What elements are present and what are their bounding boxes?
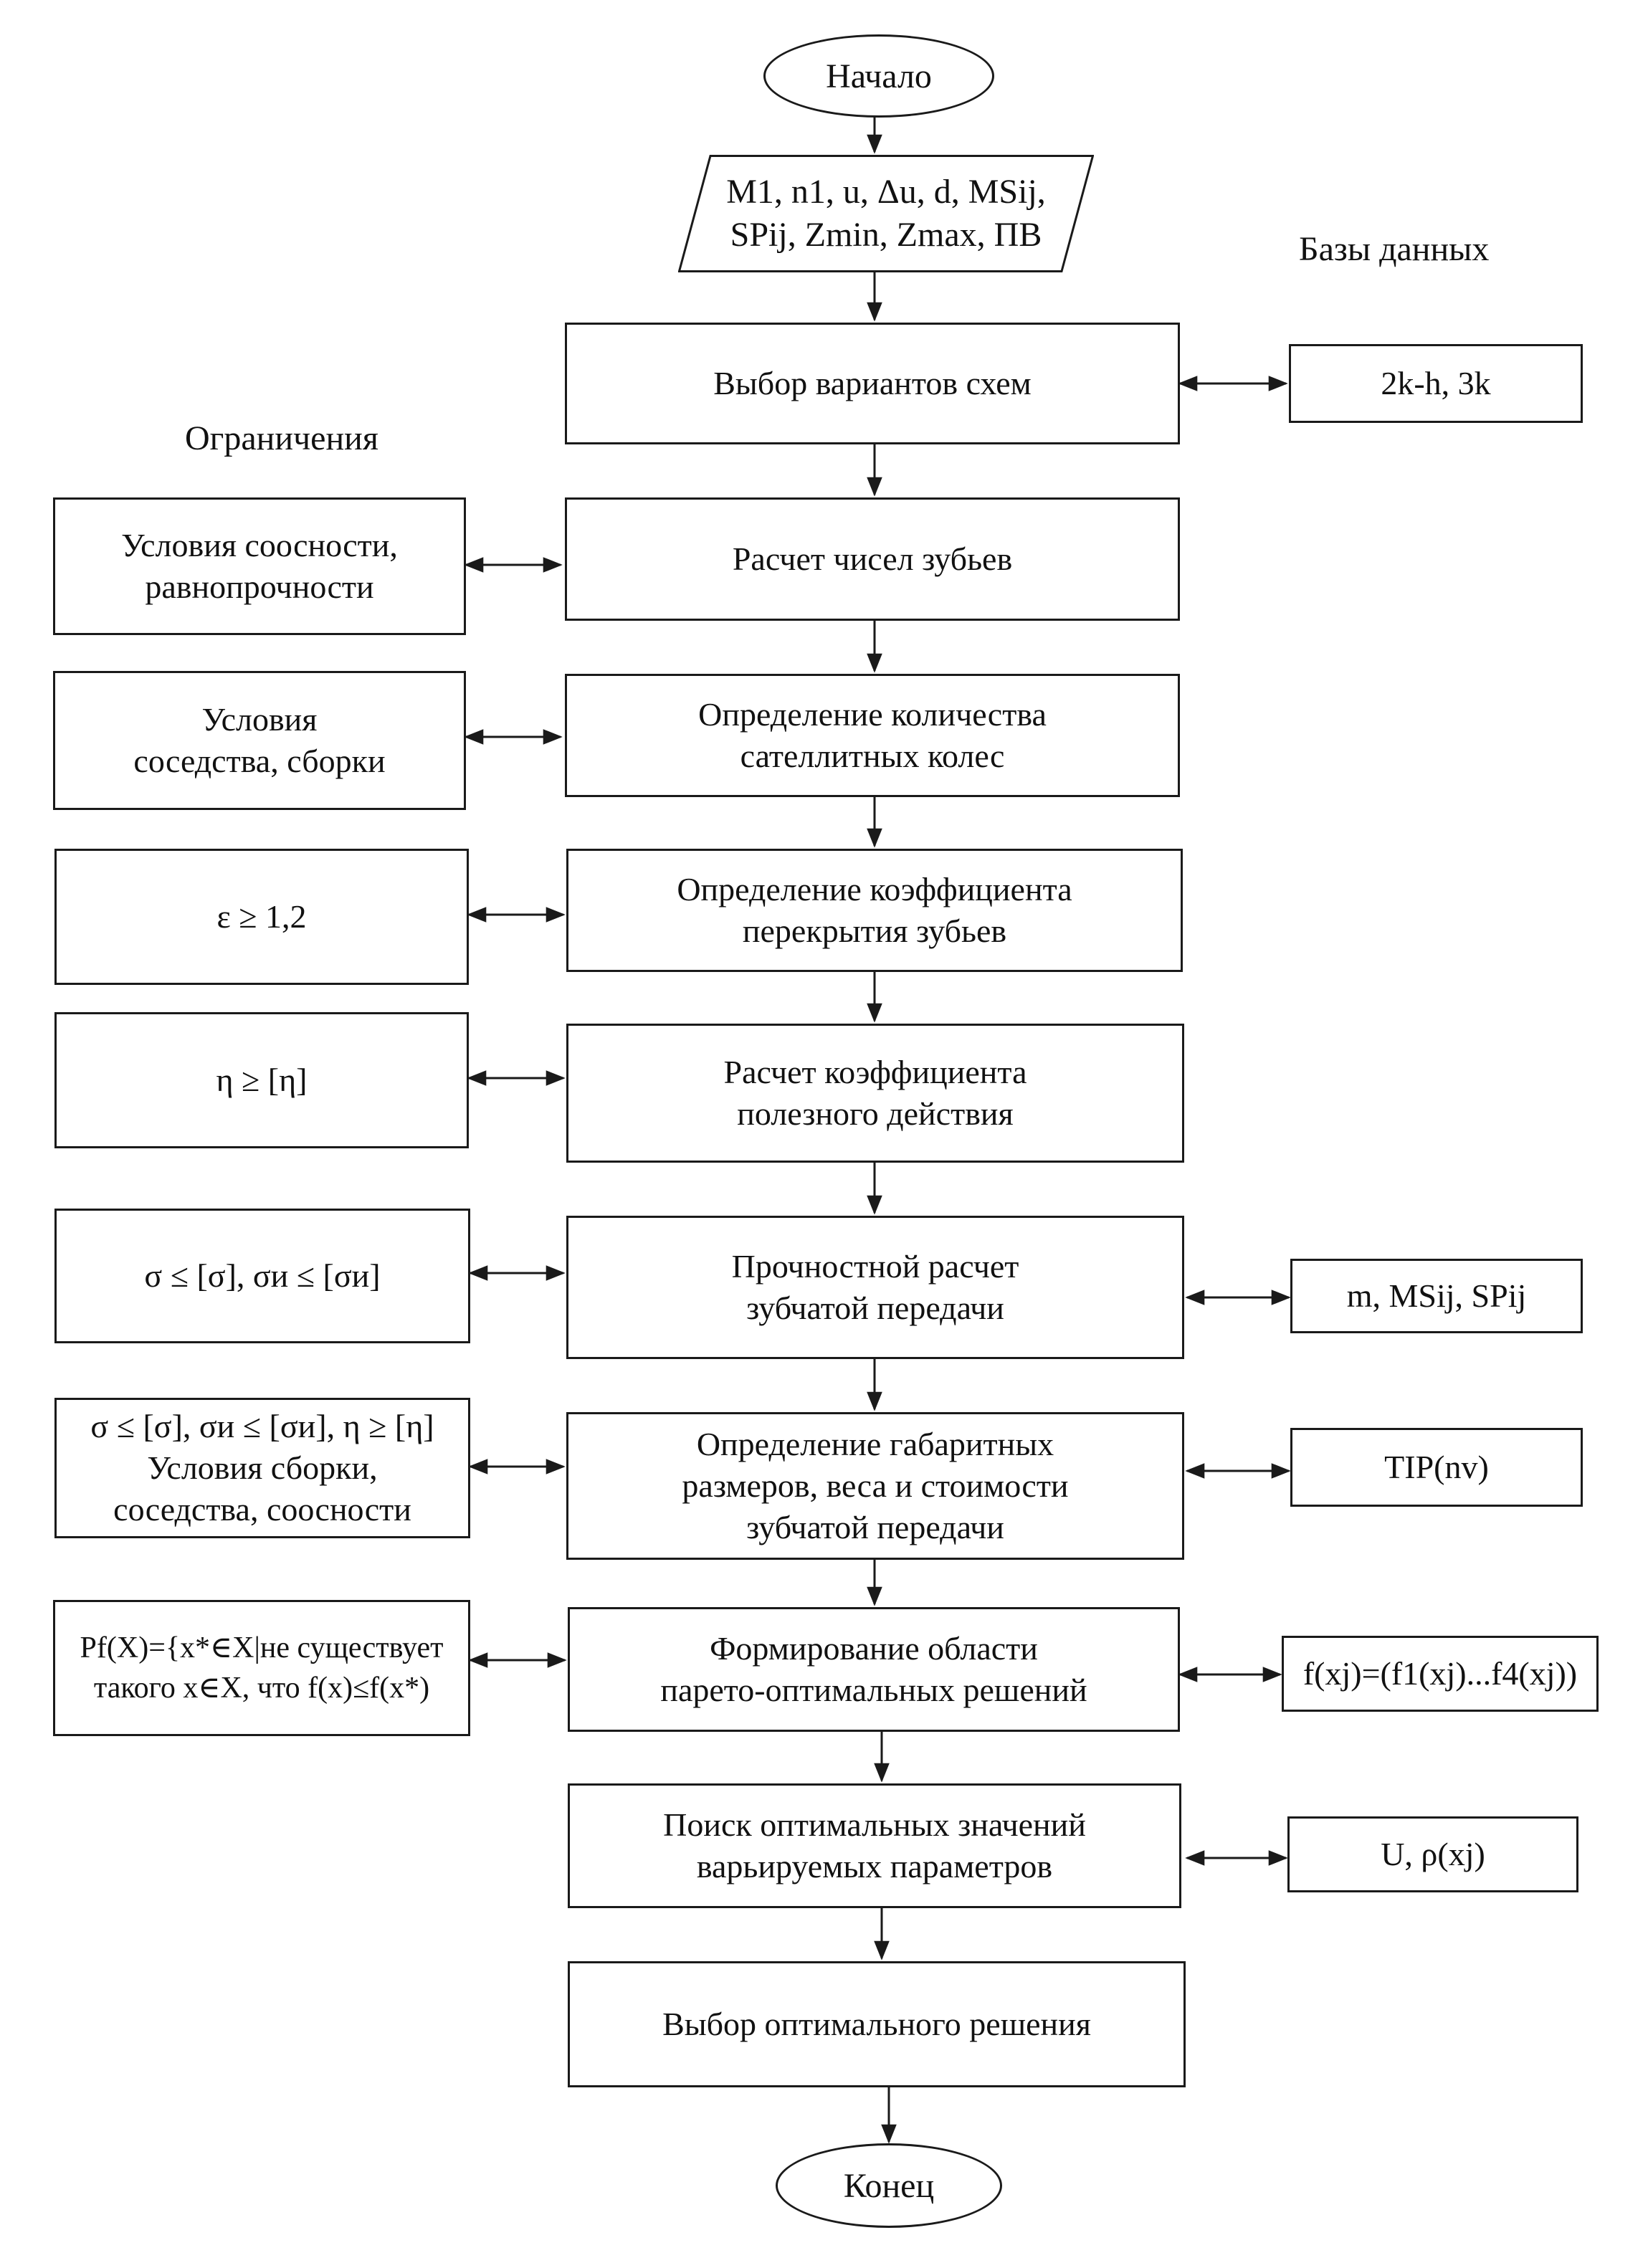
step-label: зубчатой передачи [746, 1509, 1004, 1545]
step-label: зубчатой передачи [746, 1290, 1004, 1326]
step-select-schemes: Выбор вариантов схем [565, 323, 1180, 444]
database-schemes: 2k-h, 3k [1289, 344, 1583, 423]
constraint-coaxiality: Условия соосности, равнопрочности [53, 497, 466, 635]
start-terminator: Начало [763, 34, 994, 118]
constraint-label: соседства, соосности [113, 1491, 411, 1528]
step-optimal-choice: Выбор оптимального решения [568, 1961, 1186, 2087]
database-label: 2k-h, 3k [1381, 365, 1491, 401]
constraint-label: σ ≤ [σ], σи ≤ [σи] [144, 1257, 381, 1294]
end-label: Конец [843, 2166, 935, 2205]
step-label: Расчет чисел зубьев [732, 540, 1013, 577]
step-label: варьируемых параметров [696, 1848, 1053, 1885]
step-label: размеров, веса и стоимости [682, 1467, 1069, 1504]
constraint-stress: σ ≤ [σ], σи ≤ [σи] [54, 1209, 470, 1343]
step-label: Выбор оптимального решения [662, 2006, 1091, 2042]
constraint-neighborhood: Условия соседства, сборки [53, 671, 466, 810]
step-dimensions-weight-cost: Определение габаритных размеров, веса и … [566, 1412, 1184, 1560]
database-materials: m, MSij, SPij [1290, 1259, 1583, 1333]
start-label: Начало [826, 57, 932, 95]
step-overlap-coefficient: Определение коэффициента перекрытия зубь… [566, 849, 1183, 972]
step-label: перекрытия зубьев [742, 913, 1007, 949]
step-label: Расчет коэффициента [723, 1054, 1027, 1090]
constraint-label: равнопрочности [145, 568, 374, 605]
constraint-label: Условия соосности, [121, 527, 398, 563]
input-parallelogram-shape [678, 155, 1094, 272]
step-label: Прочностной расчет [731, 1248, 1019, 1285]
database-label: m, MSij, SPij [1346, 1277, 1527, 1314]
constraint-overlap: ε ≥ 1,2 [54, 849, 469, 985]
step-label: парето-оптимальных решений [660, 1672, 1087, 1708]
input-line: SPij, Zmin, Zmax, ПВ [730, 216, 1042, 254]
constraint-pareto-set: Pf(X)={x*∈X|не существует такого x∈X, чт… [53, 1600, 470, 1736]
constraint-label: Условия [201, 701, 318, 738]
step-label: Определение габаритных [696, 1426, 1054, 1462]
step-label: сателлитных колес [740, 738, 1005, 774]
input-parameters: M1, n1, u, Δu, d, MSij, SPij, Zmin, Zmax… [678, 155, 1094, 272]
step-label: Определение коэффициента [677, 871, 1072, 907]
constraint-label: ε ≥ 1,2 [216, 898, 307, 935]
database-label: TIP(nv) [1384, 1449, 1489, 1485]
step-label: Выбор вариантов схем [713, 365, 1032, 401]
database-types: TIP(nv) [1290, 1428, 1583, 1507]
step-efficiency: Расчет коэффициента полезного действия [566, 1024, 1184, 1163]
end-terminator: Конец [776, 2143, 1002, 2228]
databases-header: Базы данных [1299, 230, 1490, 268]
step-teeth-count: Расчет чисел зубьев [565, 497, 1180, 621]
constraint-label: σ ≤ [σ], σи ≤ [σи], η ≥ [η] [90, 1408, 434, 1444]
database-utility: U, ρ(xj) [1287, 1816, 1578, 1892]
step-label: Формирование области [710, 1630, 1038, 1667]
step-label: Поиск оптимальных значений [663, 1806, 1086, 1843]
constraints-header: Ограничения [185, 419, 378, 457]
step-pareto-region: Формирование области парето-оптимальных … [568, 1607, 1180, 1732]
constraint-efficiency: η ≥ [η] [54, 1012, 469, 1148]
constraint-label: соседства, сборки [133, 743, 386, 779]
step-label: полезного действия [737, 1095, 1014, 1132]
step-label: Определение количества [698, 696, 1047, 733]
constraint-label: η ≥ [η] [216, 1062, 308, 1098]
step-strength-calc: Прочностной расчет зубчатой передачи [566, 1216, 1184, 1359]
database-objectives: f(xj)=(f1(xj)...f4(xj)) [1282, 1636, 1599, 1712]
step-optimal-search: Поиск оптимальных значений варьируемых п… [568, 1783, 1181, 1908]
constraint-label: такого x∈X, что f(x)≤f(x*) [93, 1672, 430, 1705]
constraint-combined: σ ≤ [σ], σи ≤ [σи], η ≥ [η] Условия сбор… [54, 1398, 470, 1538]
input-line: M1, n1, u, Δu, d, MSij, [726, 173, 1046, 211]
step-satellite-count: Определение количества сателлитных колес [565, 674, 1180, 797]
constraint-label: Условия сборки, [147, 1449, 378, 1486]
database-label: f(xj)=(f1(xj)...f4(xj)) [1302, 1655, 1578, 1692]
constraint-label: Pf(X)={x*∈X|не существует [80, 1631, 444, 1664]
database-label: U, ρ(xj) [1381, 1836, 1485, 1872]
